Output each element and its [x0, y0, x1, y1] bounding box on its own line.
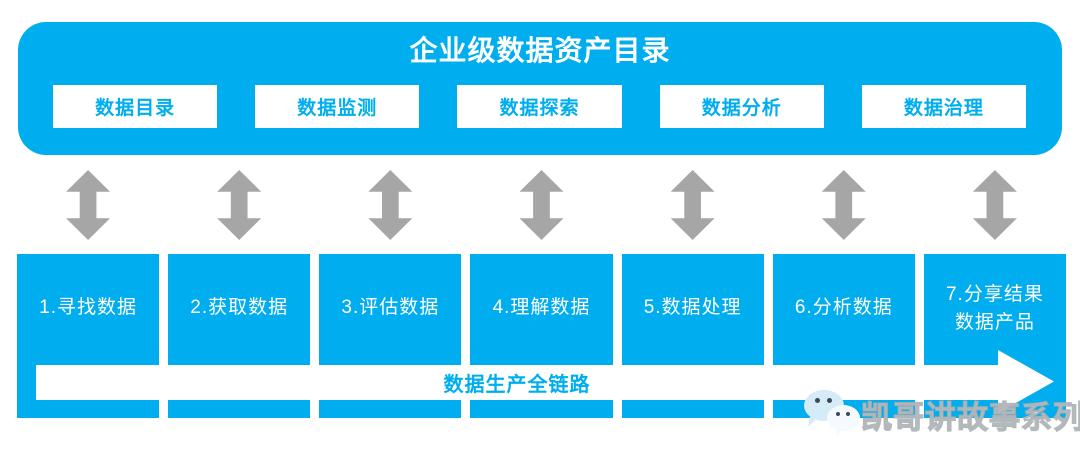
- double-vertical-arrow-icon: [972, 170, 1017, 240]
- wechat-icon: [797, 388, 861, 440]
- connector-arrows-row: [17, 170, 1066, 240]
- module-box-data-analysis: 数据分析: [659, 85, 824, 128]
- double-vertical-arrow-icon: [217, 170, 262, 240]
- module-box-data-exploration: 数据探索: [457, 85, 622, 128]
- step-label: 2.获取数据: [190, 297, 289, 318]
- step-label: 7.分享结果: [945, 284, 1044, 305]
- module-label: 数据探索: [499, 98, 580, 119]
- double-vertical-arrow-icon: [821, 170, 866, 240]
- module-label: 数据监测: [297, 98, 378, 119]
- module-box-data-governance: 数据治理: [861, 85, 1027, 128]
- step-label: 5.数据处理: [643, 297, 742, 318]
- double-vertical-arrow-icon: [519, 170, 564, 240]
- catalog-panel: 企业级数据资产目录 数据目录 数据监测 数据探索 数据分析 数据治理: [18, 22, 1062, 155]
- double-vertical-arrow-icon: [66, 170, 111, 240]
- module-box-data-monitoring: 数据监测: [255, 85, 420, 128]
- step-label-line2: 数据产品: [954, 312, 1035, 333]
- module-row: 数据目录 数据监测 数据探索 数据分析 数据治理: [53, 85, 1027, 128]
- step-label: 6.分析数据: [794, 297, 893, 318]
- panel-title: 企业级数据资产目录: [409, 35, 671, 66]
- watermark-text: 凯哥讲故事系列: [860, 399, 1080, 435]
- step-label: 3.评估数据: [341, 297, 440, 318]
- double-vertical-arrow-icon: [670, 170, 715, 240]
- flow-label: 数据生产全链路: [443, 374, 591, 396]
- double-vertical-arrow-icon: [368, 170, 413, 240]
- step-label: 1.寻找数据: [39, 297, 137, 318]
- step-label: 4.理解数据: [492, 297, 591, 318]
- module-label: 数据目录: [95, 98, 176, 119]
- module-label: 数据分析: [701, 98, 782, 119]
- watermark: 凯哥讲故事系列: [797, 388, 1080, 440]
- module-label: 数据治理: [903, 98, 984, 119]
- module-box-data-catalog: 数据目录: [53, 85, 218, 128]
